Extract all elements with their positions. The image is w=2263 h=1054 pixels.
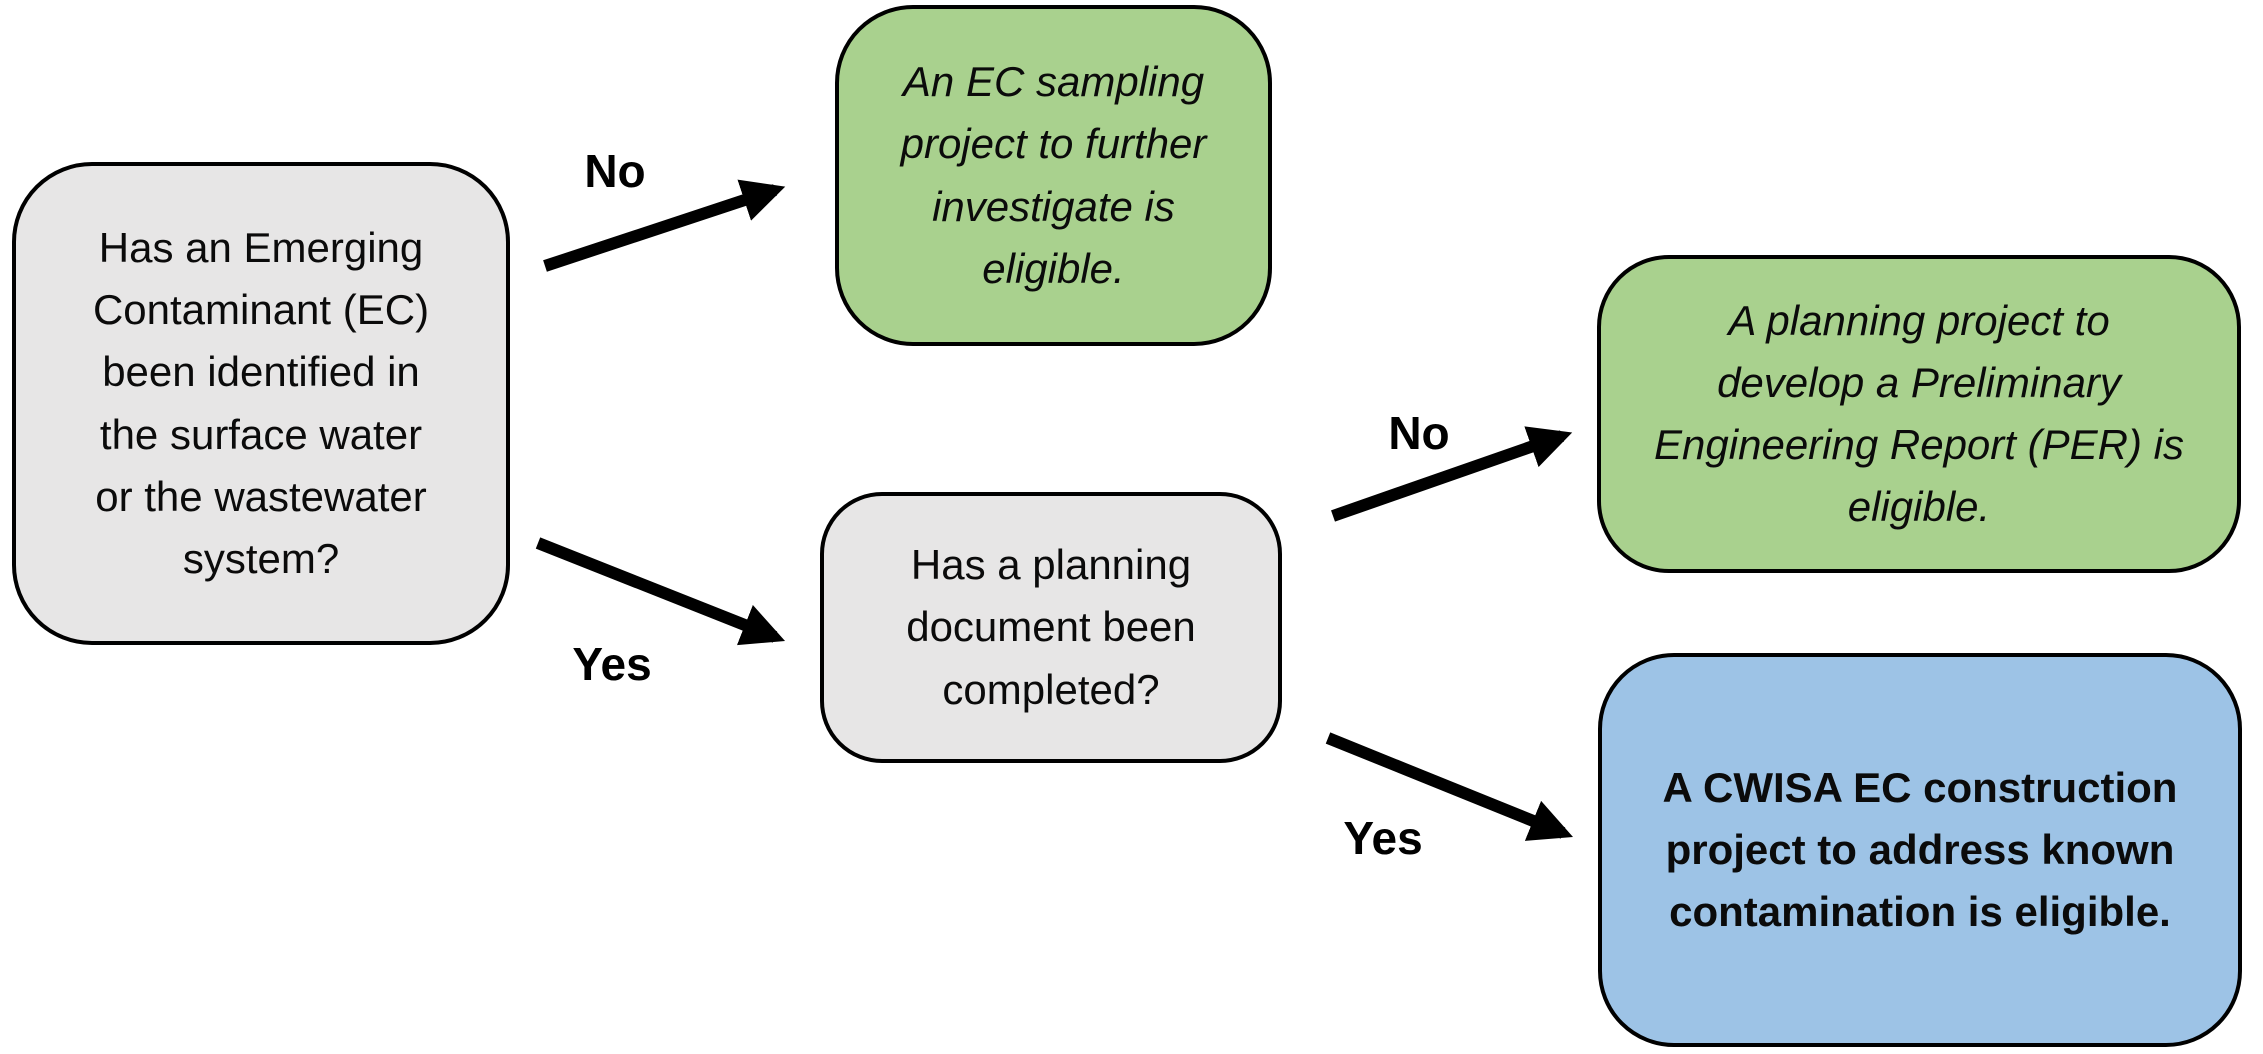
outcome-node-ec-sampling-text: An EC sampling project to further invest… [900,58,1207,292]
question-node-ec-identified: Has an Emerging Contaminant (EC) been id… [12,162,510,645]
question-node-ec-identified-text: Has an Emerging Contaminant (EC) been id… [92,224,430,582]
edge-label-yes-to-construction: Yes [1343,812,1423,864]
arrow-yes-to-planning [535,537,786,646]
outcome-node-cwisa-construction-text: A CWISA EC construction project to addre… [1662,763,2178,936]
edge-label-no-to-per: No [1388,407,1450,459]
outcome-node-planning-per-text: A planning project to develop a Prelimin… [1654,296,2184,531]
outcome-node-cwisa-construction: A CWISA EC construction project to addre… [1598,653,2242,1047]
outcome-node-ec-sampling: An EC sampling project to further invest… [835,5,1272,346]
arrow-no-to-sampling [543,179,786,272]
edge-label-yes-to-planning: Yes [572,638,652,690]
question-node-planning-document-text: Has a planning document been completed? [906,541,1196,713]
question-node-planning-document: Has a planning document been completed? [820,492,1282,763]
outcome-node-planning-per: A planning project to develop a Prelimin… [1597,255,2241,573]
edge-label-no-to-sampling: No [584,145,646,197]
